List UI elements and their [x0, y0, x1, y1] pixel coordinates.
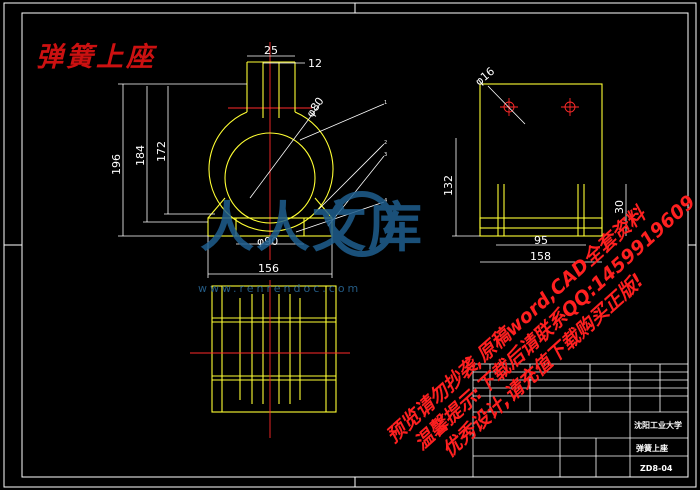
- balloon-leader-4: [295, 201, 385, 233]
- dim-bore-leader: [249, 103, 321, 199]
- top-view-outline: [211, 285, 337, 413]
- ring-outer: [208, 111, 334, 232]
- dim-side-width: 158: [530, 250, 551, 263]
- dim-side-height: 132: [442, 175, 455, 196]
- tb-part-name: 弹簧上座: [636, 443, 668, 453]
- dim-side-small: 30: [613, 200, 626, 214]
- dim-196: 196: [110, 154, 123, 175]
- title-block: 沈阳工业大学 弹簧上座 ZD8-04: [472, 363, 689, 478]
- tb-university: 沈阳工业大学: [634, 420, 682, 430]
- dim-base-width: 156: [258, 262, 279, 275]
- dim-12: 12: [308, 57, 322, 70]
- balloon-1: 1: [384, 100, 387, 106]
- drawing-title: 弹簧上座: [36, 42, 158, 73]
- watermark-line-2: 温馨提示:下载后请联系QQ:1459919609: [410, 191, 699, 455]
- title-block-frame: [472, 363, 689, 478]
- ring-right-web: [314, 197, 333, 219]
- dim-hole-leader: [487, 85, 526, 125]
- dim-bore: φ80: [304, 95, 327, 120]
- dim-hole-dia: φ16: [473, 65, 498, 89]
- side-view-base: [479, 217, 603, 237]
- front-view: 25 12 φ80 196 184 172 φ90 156 1 2 3 4: [110, 42, 387, 278]
- renren-watermark: 人人文库 www.renrendoc.com: [198, 191, 422, 295]
- dim-25: 25: [264, 44, 278, 57]
- tb-drawing-no: ZD8-04: [640, 464, 673, 473]
- top-view: [190, 280, 350, 438]
- red-watermark: 预览请勿抄袭,原稿word,CAD全套资料 温馨提示:下载后请联系QQ:1459…: [382, 191, 699, 462]
- side-view: φ16 132 30 95 158: [442, 65, 627, 263]
- dim-172: 172: [155, 141, 168, 162]
- watermark-url: www.renrendoc.com: [198, 282, 361, 295]
- ring-left-web: [207, 197, 226, 219]
- balloon-2: 2: [384, 140, 387, 146]
- balloon-3: 3: [384, 152, 387, 158]
- dim-184: 184: [134, 145, 147, 166]
- watermark-ring: [329, 191, 395, 257]
- balloon-leader-2: [317, 143, 385, 211]
- side-view-upper: [479, 83, 603, 229]
- dim-base-hole: φ90: [257, 235, 278, 248]
- bore-circle: [224, 132, 316, 224]
- dim-side-depth: 95: [534, 234, 548, 247]
- balloon-leader-3: [327, 155, 385, 227]
- balloon-leader-1: [299, 103, 385, 141]
